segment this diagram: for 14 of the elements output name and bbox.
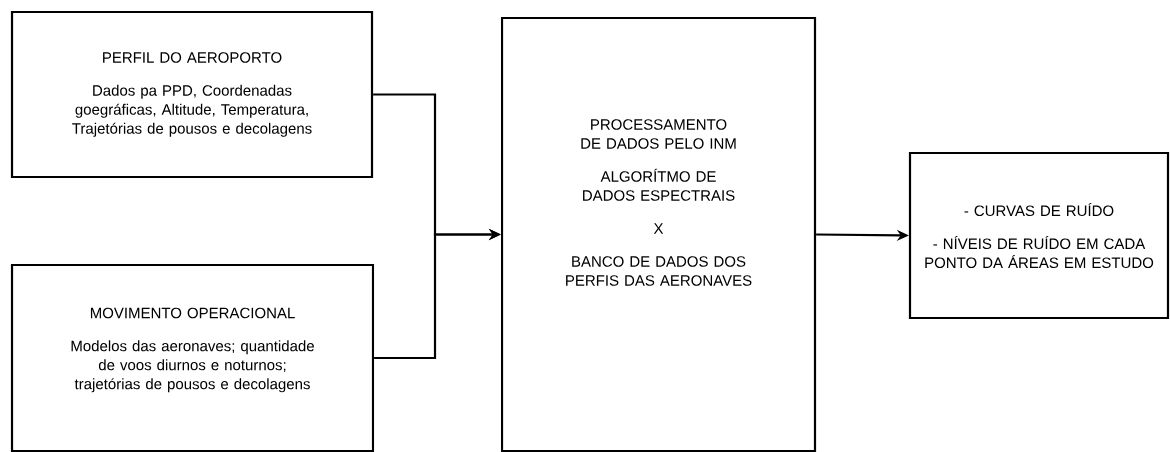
node-label: ALGORÍTMO DE DADOS ESPECTRAIS [583,168,735,201]
process-box [500,16,817,452]
node-label: Dados pa PPD, Coordenadas goegráficas, Altitude, Temperatura, Trajetórias de pousos e decolagens [72,84,312,137]
node-label: Modelos das aeronaves; quantidade de voos diurnos e noturnos; trajetórias de pousos e decolagens [71,340,314,393]
node-label: PROCESSAMENTO DE DADOS PELO INM [581,119,736,149]
node-label: X [653,223,664,234]
node-label: PERFIL DO AEROPORTO [103,52,282,63]
node-label: - CURVAS DE RUÍDO [964,202,1114,217]
node-label: BANCO DE DADOS DOS PERFIS DAS AERONAVES [566,256,752,286]
node-label: - NÍVEIS DE RUÍDO EM CADA PONTO DA ÁREAS EM ESTUDO [925,235,1154,269]
node-label: MOVIMENTO OPERACIONAL [90,307,295,319]
process-box [10,263,375,452]
process-box [908,151,1170,320]
process-box [10,10,374,179]
